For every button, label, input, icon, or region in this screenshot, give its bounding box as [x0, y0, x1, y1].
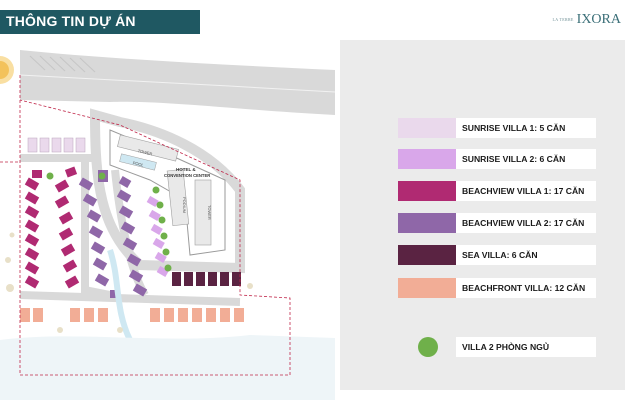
- legend-swatch: [398, 245, 456, 265]
- legend-label: BEACHFRONT VILLA: 12 CĂN: [456, 278, 596, 298]
- legend-label: VILLA 2 PHÒNG NGỦ: [456, 337, 596, 357]
- legend-label: BEACHVIEW VILLA 1: 17 CĂN: [456, 181, 596, 201]
- legend-swatch: [398, 149, 456, 169]
- inner-road-south: [81, 160, 111, 299]
- sunrise-villa-2-group: [146, 195, 169, 277]
- water-feature: [107, 249, 133, 342]
- brand-logo-text: IXORA: [576, 12, 621, 27]
- header-bar: THÔNG TIN DỰ ÁN: [0, 10, 200, 34]
- main-road: [20, 50, 335, 115]
- coastal-road: [19, 291, 241, 306]
- legend-panel: SUNRISE VILLA 1: 5 CĂN SUNRISE VILLA 2: …: [340, 40, 625, 390]
- beachview-villa-1-group: [24, 166, 80, 289]
- map-label-pool: POOL: [132, 160, 145, 168]
- road-hatching: [29, 55, 96, 73]
- sunrise-villa-1-group: [27, 137, 86, 153]
- beachfront-villa-group: [20, 308, 244, 322]
- sea-villa-group: [172, 272, 241, 286]
- legend-swatch: [398, 213, 456, 233]
- legend-label: SEA VILLA: 6 CĂN: [456, 245, 596, 265]
- legend-swatch: [398, 118, 456, 138]
- legend-dot-swatch: [418, 337, 438, 357]
- map-label-hotel: HOTEL &: [176, 167, 196, 172]
- page-title: THÔNG TIN DỰ ÁN: [6, 13, 136, 29]
- legend-swatch: [398, 181, 456, 201]
- map-label-tower-top: TOWER: [137, 148, 153, 156]
- pool-shape: [119, 153, 157, 171]
- landscape-dots: [5, 232, 253, 333]
- beachview-villa-2-group: [78, 170, 148, 298]
- beach-area: [0, 335, 335, 400]
- villa-2-bedroom-markers: [46, 172, 172, 272]
- sun-core: [0, 61, 9, 79]
- map-label-podium: PODIUM: [182, 197, 187, 213]
- site-plan-map: TOWER POOL HOTEL & CONVENTION CENTER POD…: [0, 40, 336, 400]
- site-plan-svg: TOWER POOL HOTEL & CONVENTION CENTER POD…: [0, 50, 336, 400]
- legend-label: BEACHVIEW VILLA 2: 17 CĂN: [456, 213, 596, 233]
- tower-right-building: [194, 179, 212, 246]
- project-boundary: [19, 75, 291, 376]
- map-label-tower-right: TOWER: [207, 205, 212, 220]
- road-centerline: [19, 74, 336, 93]
- legend-label: SUNRISE VILLA 1: 5 CĂN: [456, 118, 596, 138]
- map-label-convention: CONVENTION CENTER: [164, 173, 210, 178]
- tower-top-building: [117, 134, 179, 162]
- podium-building: [166, 168, 190, 227]
- brand-logo-small-text: LA TERRE: [552, 17, 574, 23]
- legend-swatch: [398, 278, 456, 298]
- legend-label: SUNRISE VILLA 2: 6 CĂN: [456, 149, 596, 169]
